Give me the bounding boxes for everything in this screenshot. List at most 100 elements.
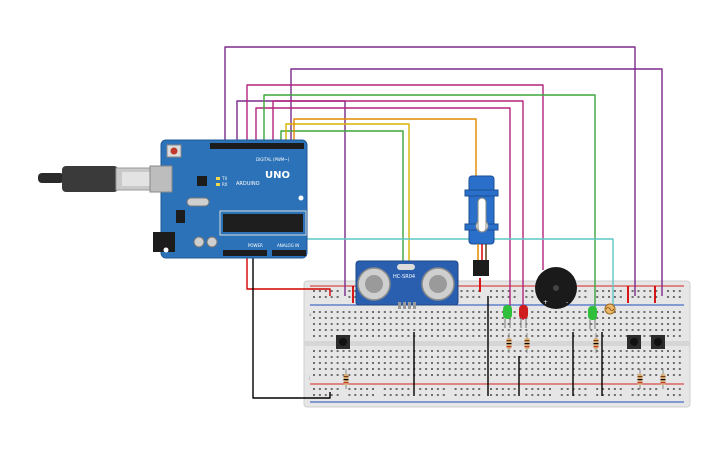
breadboard-hole — [348, 362, 351, 364]
breadboard-hole — [619, 311, 622, 313]
breadboard-hole — [354, 368, 357, 370]
breadboard-hole — [448, 317, 451, 319]
breadboard-hole — [596, 290, 599, 292]
breadboard-hole — [348, 350, 351, 352]
reset-button[interactable] — [170, 147, 178, 155]
ultrasonic-sensor: HC-SR04 — [355, 260, 459, 309]
servo-horn — [477, 197, 487, 233]
breadboard-hole — [431, 335, 433, 337]
breadboard-hole — [513, 394, 516, 396]
breadboard-hole — [425, 368, 428, 370]
breadboard-hole — [425, 335, 428, 337]
breadboard-hole — [348, 374, 351, 376]
breadboard-hole — [466, 394, 469, 396]
usb-cable-wire — [38, 173, 64, 183]
breadboard-hole — [454, 329, 457, 331]
breadboard-hole — [372, 368, 374, 370]
breadboard-hole — [590, 356, 593, 358]
power-jack — [153, 232, 175, 252]
breadboard-hole — [608, 329, 610, 331]
atmega-chip — [223, 214, 303, 232]
pushbutton-cap[interactable] — [654, 338, 662, 346]
breadboard-hole — [507, 394, 510, 396]
pushbutton[interactable] — [651, 335, 665, 349]
breadboard-hole — [419, 356, 422, 358]
breadboard-hole — [313, 323, 315, 325]
breadboard-hole — [425, 362, 428, 364]
breadboard-hole — [419, 368, 422, 370]
breadboard-hole — [472, 335, 475, 337]
breadboard-hole — [389, 329, 392, 331]
breadboard-hole — [560, 362, 563, 364]
breadboard-hole — [513, 368, 516, 370]
breadboard-hole — [549, 317, 551, 319]
breadboard-hole — [560, 329, 563, 331]
breadboard-hole — [549, 311, 551, 313]
breadboard-hole — [566, 323, 569, 325]
breadboard-hole — [318, 311, 321, 313]
breadboard-hole — [460, 296, 463, 298]
breadboard-hole — [336, 296, 339, 298]
breadboard-hole — [472, 362, 475, 364]
breadboard-hole — [377, 329, 380, 331]
breadboard-hole — [560, 394, 563, 396]
breadboard-hole — [519, 350, 522, 352]
breadboard-hole — [584, 368, 587, 370]
breadboard-hole — [366, 335, 369, 337]
breadboard-hole — [531, 368, 534, 370]
breadboard-hole — [643, 335, 646, 337]
breadboard-hole — [519, 362, 522, 364]
breadboard-hole — [460, 388, 463, 390]
breadboard-hole — [631, 368, 634, 370]
breadboard-hole — [643, 296, 646, 298]
breadboard-hole — [389, 350, 392, 352]
breadboard-hole — [330, 368, 333, 370]
breadboard-hole — [478, 374, 481, 376]
breadboard-hole — [613, 317, 616, 319]
breadboard-hole — [466, 290, 469, 292]
breadboard-hole — [631, 350, 634, 352]
pushbutton-cap[interactable] — [339, 338, 347, 346]
breadboard-hole — [667, 394, 669, 396]
breadboard-hole — [537, 311, 540, 313]
breadboard-hole — [318, 317, 321, 319]
breadboard-hole — [348, 394, 351, 396]
breadboard-hole — [531, 290, 534, 292]
breadboard-hole — [549, 356, 551, 358]
breadboard-hole — [383, 323, 386, 325]
breadboard-hole — [336, 329, 339, 331]
pushbutton-cap[interactable] — [630, 338, 638, 346]
breadboard-hole — [407, 374, 410, 376]
breadboard-hole — [584, 311, 587, 313]
breadboard-hole — [478, 350, 481, 352]
breadboard-hole — [625, 350, 628, 352]
breadboard-hole — [484, 362, 487, 364]
breadboard-hole — [637, 394, 640, 396]
breadboard-hole — [330, 317, 333, 319]
breadboard-hole — [613, 368, 616, 370]
breadboard-hole — [566, 394, 569, 396]
breadboard-hole — [484, 329, 487, 331]
breadboard-hole — [431, 388, 433, 390]
breadboard-hole — [661, 317, 664, 319]
resistor-band — [506, 340, 512, 342]
breadboard-hole — [613, 362, 616, 364]
breadboard-hole — [549, 374, 551, 376]
breadboard-hole — [602, 323, 605, 325]
breadboard-hole — [436, 394, 439, 396]
pushbutton[interactable] — [627, 335, 641, 349]
pushbutton[interactable] — [336, 335, 350, 349]
breadboard-hole — [619, 290, 622, 292]
breadboard-hole — [625, 356, 628, 358]
breadboard-hole — [602, 296, 605, 298]
breadboard-hole — [460, 368, 463, 370]
breadboard-hole — [466, 323, 469, 325]
breadboard-hole — [596, 350, 599, 352]
breadboard-hole — [637, 388, 640, 390]
breadboard-hole — [336, 350, 339, 352]
breadboard-hole — [324, 394, 327, 396]
breadboard-hole — [572, 329, 575, 331]
breadboard-hole — [318, 296, 321, 298]
board-brand-label: ARDUINO — [236, 181, 260, 187]
